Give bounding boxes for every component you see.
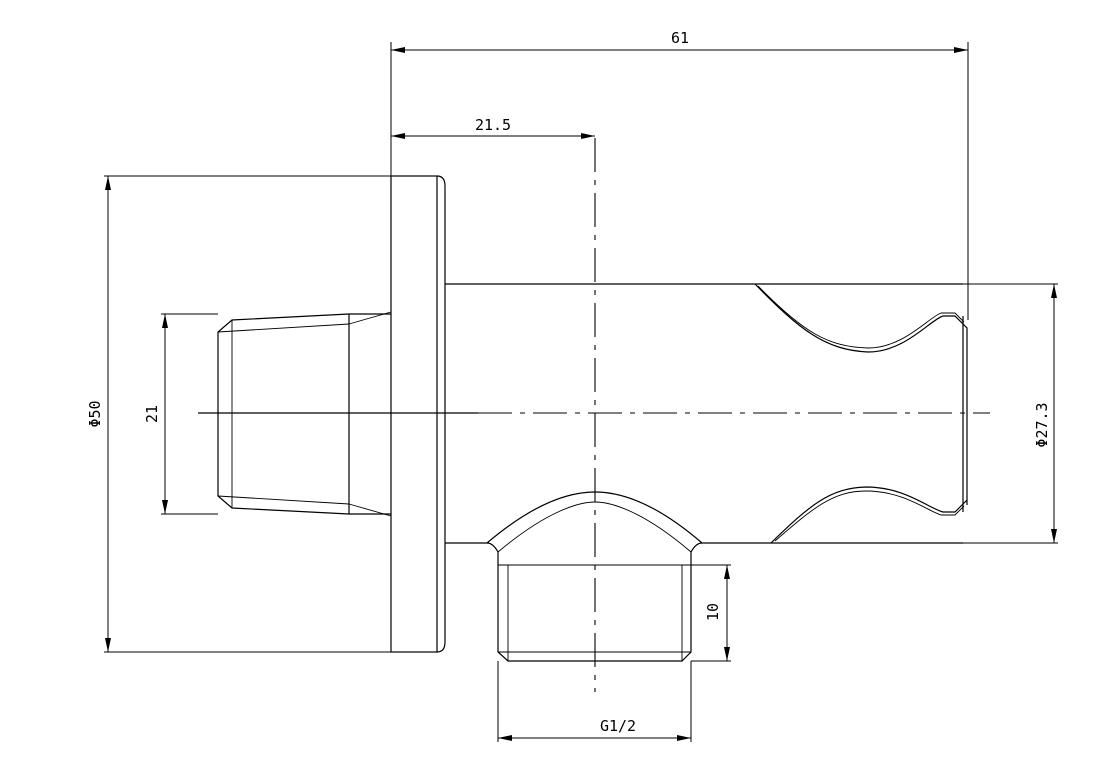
body-bottom-edge-left	[445, 542, 499, 553]
arrowhead	[581, 133, 595, 139]
arrowhead	[1051, 529, 1057, 543]
grip-cut-bottom-inner	[774, 490, 965, 542]
arrowhead	[677, 735, 691, 741]
dimension-label-outlet-offset: 21.5	[475, 116, 511, 134]
dimension-label-overall-length: 61	[671, 29, 689, 47]
arrowhead	[724, 565, 730, 579]
inlet-thread-root-top	[217, 323, 350, 333]
arrowhead	[498, 735, 512, 741]
arrowhead	[391, 133, 405, 139]
dimension-label-outlet-thread: G1/2	[600, 717, 636, 735]
arrowhead	[105, 638, 111, 652]
dimension-label-inlet-thread: 21	[143, 405, 161, 423]
arrowhead	[162, 500, 168, 514]
arrowhead	[105, 176, 111, 190]
body-bottom-edge-right	[690, 542, 963, 553]
arrowhead	[1051, 284, 1057, 298]
arrowhead	[391, 47, 405, 53]
flange-plate	[390, 175, 438, 653]
inlet-thread-root-bottom	[217, 495, 350, 505]
dimensions: 61 21.5 Φ50 21 Φ27.3 10	[86, 29, 1058, 742]
flange-rounded-edge	[436, 175, 446, 653]
center-lines	[198, 138, 990, 692]
arrowhead	[954, 47, 968, 53]
arrowhead	[724, 647, 730, 661]
dimension-label-body-diameter: Φ27.3	[1033, 402, 1051, 447]
arrowhead	[162, 314, 168, 328]
dimension-label-flange-diameter: Φ50	[86, 400, 104, 427]
inlet-taper-top	[348, 311, 392, 325]
dimension-label-outlet-thread-depth: 10	[704, 603, 722, 621]
grip-cut-top	[754, 283, 968, 505]
inlet-thread-outline	[217, 313, 391, 515]
grip-cut-bottom	[770, 486, 968, 544]
part-outline	[217, 175, 968, 662]
inlet-taper-bottom	[348, 503, 392, 517]
grip-cut-top-inner	[757, 285, 965, 349]
